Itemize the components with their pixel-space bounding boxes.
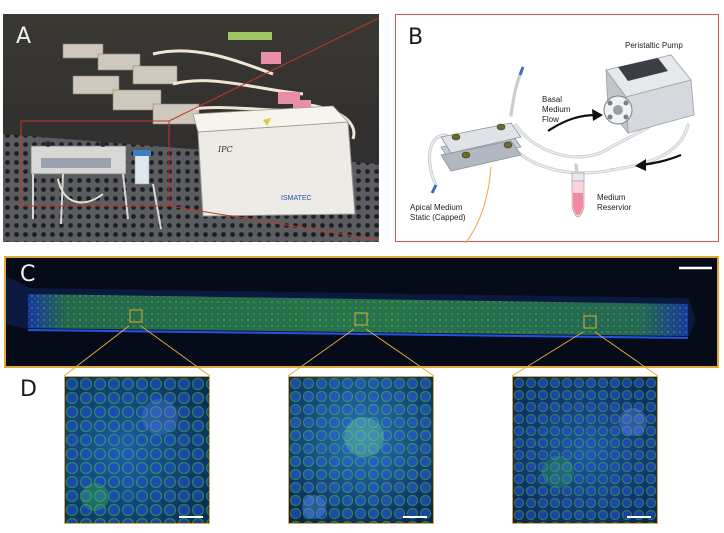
zoom-tile-middle	[288, 376, 434, 524]
panel-a-letter: A	[16, 24, 32, 49]
zoom-tile-left	[64, 376, 210, 524]
panel-d-letter: D	[20, 377, 37, 402]
panel-b-letter: B	[408, 25, 424, 50]
zoom-tile-right	[512, 376, 658, 524]
chip-device	[440, 122, 522, 172]
reservoir-tube	[571, 172, 585, 218]
panel-c-letter: C	[20, 262, 36, 287]
pump-model-label: IPC	[217, 145, 233, 154]
reservoir-label: Medium Reservior	[597, 193, 632, 212]
apical-medium-label: Apical Medium Static (Capped)	[410, 203, 466, 222]
peristaltic-pump-illustration	[603, 54, 695, 135]
pump-device: IPC ISMATEC	[192, 105, 356, 217]
flow-schematic: B Peristaltic Pump Basal Medium Flow Api…	[395, 14, 719, 243]
basal-flow-label: Basal Medium Flow	[542, 95, 571, 124]
fluorescence-overview	[4, 256, 719, 368]
peristaltic-pump-label: Peristaltic Pump	[625, 41, 683, 50]
pump-brand-label: ISMATEC	[281, 195, 312, 202]
setup-photo: IPC ISMATEC	[3, 14, 379, 242]
